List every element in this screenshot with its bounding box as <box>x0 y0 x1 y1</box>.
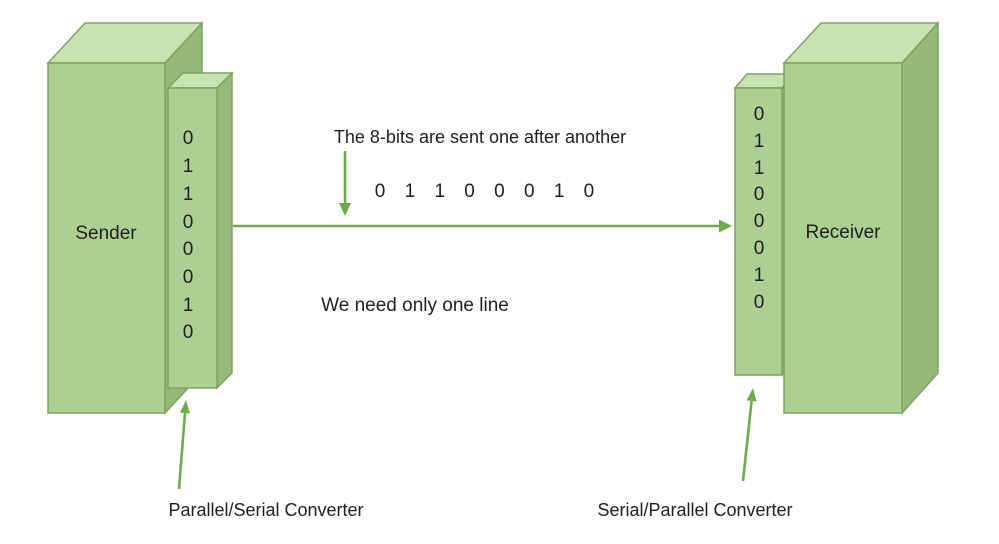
parallel-serial-converter-box: 0 1 1 0 0 0 1 0 <box>166 71 234 390</box>
sender-bit: 0 <box>183 322 194 343</box>
receiver-box-front-face <box>783 62 903 414</box>
sender-box-front-face <box>47 62 166 414</box>
sender-converter-front-face <box>167 87 218 389</box>
receiver-box: Receiver <box>782 21 940 415</box>
receiver-converter-label: Serial/Parallel Converter <box>597 500 792 520</box>
receiver-bit: 0 <box>754 104 765 125</box>
receiver-bit: 0 <box>754 211 765 232</box>
sender-converter-side-face <box>216 71 233 390</box>
sender-converter-label: Parallel/Serial Converter <box>168 500 363 520</box>
sender-label: Sender <box>75 223 137 244</box>
receiver-bit: 1 <box>754 265 765 286</box>
sender-bit: 1 <box>183 156 194 177</box>
line-note-caption: We need only one line <box>321 295 509 316</box>
bit-stream-text: 0 1 1 0 0 0 1 0 <box>375 181 602 202</box>
sender-bit: 0 <box>183 239 194 260</box>
receiver-converter-arrow-line <box>741 400 753 482</box>
sender-bit: 0 <box>183 212 194 233</box>
receiver-label: Receiver <box>806 222 882 243</box>
receiver-bit: 0 <box>754 238 765 259</box>
sender-converter-pointer-arrow <box>177 400 190 490</box>
receiver-bit: 0 <box>754 292 765 313</box>
sender-bit: 1 <box>183 295 194 316</box>
receiver-bit: 1 <box>754 131 765 152</box>
receiver-box-side-face <box>901 21 939 415</box>
sender-bit: 1 <box>183 184 194 205</box>
receiver-bit-column: 0 1 1 0 0 0 1 0 <box>754 104 765 313</box>
bits-flow-down-arrow <box>339 151 351 216</box>
sender-bit: 0 <box>183 267 194 288</box>
serial-note-caption: The 8-bits are sent one after another <box>334 127 626 147</box>
receiver-bit: 0 <box>754 184 765 205</box>
arrow-right-icon <box>719 219 732 233</box>
sender-bit-column: 0 1 1 0 0 0 1 0 <box>183 128 194 343</box>
arrow-up-icon <box>180 400 190 414</box>
serial-line-arrow <box>233 219 732 233</box>
sender-bit: 0 <box>183 128 194 149</box>
receiver-converter-pointer-arrow <box>741 388 757 482</box>
receiver-converter-front-face <box>734 87 783 376</box>
arrow-down-icon <box>339 203 351 216</box>
arrow-up-icon <box>746 388 757 402</box>
receiver-bit: 1 <box>754 158 765 179</box>
sender-converter-arrow-line <box>177 412 187 490</box>
